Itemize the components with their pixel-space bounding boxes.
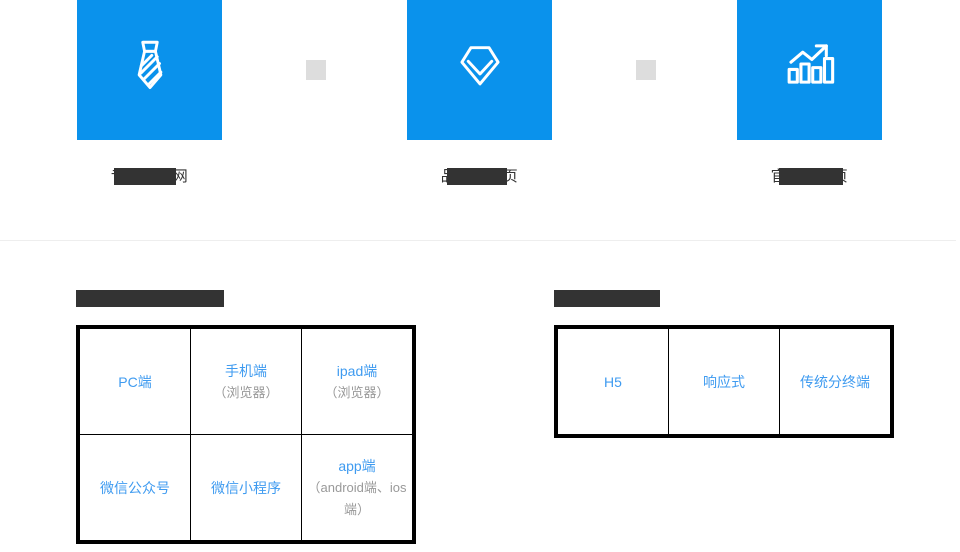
tech-grid: H5 响应式 传统分终端 xyxy=(554,325,894,438)
cell-main-label: ipad端 xyxy=(336,362,378,379)
feature-tile-0[interactable] xyxy=(77,0,222,140)
cell-sub-label: （android端、ios端） xyxy=(307,479,407,517)
cell-sub-label: （浏览器） xyxy=(213,384,279,400)
panel-title-left-text: 终端适配类型 xyxy=(76,290,224,307)
feature-item-0[interactable]: 专业定制网 xyxy=(77,0,222,186)
grid-cell[interactable]: 微信小程序 xyxy=(191,435,301,540)
cell-sub-label: （浏览器） xyxy=(324,384,390,400)
feature-label-text-2: 官方营销页 xyxy=(770,168,849,185)
grid-cell[interactable]: H5 xyxy=(558,329,668,434)
feature-label-1: 品质保障页 xyxy=(407,167,552,186)
panel-title-left: 终端适配类型 xyxy=(76,290,416,307)
section-divider xyxy=(0,240,956,241)
feature-item-1[interactable]: 品质保障页 xyxy=(407,0,552,186)
cell-main-label: PC端 xyxy=(118,373,152,390)
cell-main-label: 微信公众号 xyxy=(100,479,170,496)
grid-cell[interactable]: app端 （android端、ios端） xyxy=(302,435,412,540)
grid-cell[interactable]: 微信公众号 xyxy=(80,435,190,540)
grid-cell[interactable]: ipad端 （浏览器） xyxy=(302,329,412,434)
feature-tile-1[interactable] xyxy=(407,0,552,140)
cell-main-label: 传统分终端 xyxy=(800,373,870,390)
grid-cell[interactable]: PC端 xyxy=(80,329,190,434)
panel-title-right-text: 建站技术方案 xyxy=(554,290,660,307)
panels-region: 终端适配类型 PC端 手机端 （浏览器） ipad端 （浏览器） 微信公众号 微… xyxy=(0,241,960,552)
cell-main-label: 手机端 xyxy=(225,362,267,379)
cell-main-label: app端 xyxy=(338,457,376,474)
feature-label-text-0: 专业定制网 xyxy=(110,168,189,185)
grid-cell[interactable]: 手机端 （浏览器） xyxy=(191,329,301,434)
growth-chart-icon xyxy=(787,44,834,84)
feature-strip: 专业定制网 品质保障页 官方营销页 xyxy=(0,0,960,241)
cell-main-label: 微信小程序 xyxy=(211,479,281,496)
feature-label-text-1: 品质保障页 xyxy=(440,168,519,185)
grid-cell[interactable]: 响应式 xyxy=(669,329,779,434)
necktie-icon xyxy=(137,40,162,90)
feature-item-2[interactable]: 官方营销页 xyxy=(737,0,882,186)
feature-tile-2[interactable] xyxy=(737,0,882,140)
separator-square-1 xyxy=(636,60,656,80)
feature-label-2: 官方营销页 xyxy=(737,167,882,186)
panel-tech-solutions: 建站技术方案 H5 响应式 传统分终端 xyxy=(554,241,894,438)
cell-main-label: 响应式 xyxy=(703,373,745,390)
terminal-grid: PC端 手机端 （浏览器） ipad端 （浏览器） 微信公众号 微信小程序 ap… xyxy=(76,325,416,544)
separator-square-0 xyxy=(306,60,326,80)
panel-terminal-types: 终端适配类型 PC端 手机端 （浏览器） ipad端 （浏览器） 微信公众号 微… xyxy=(76,241,416,544)
cell-main-label: H5 xyxy=(604,373,622,390)
grid-cell[interactable]: 传统分终端 xyxy=(780,329,890,434)
diamond-gem-icon xyxy=(459,46,500,86)
panel-title-right: 建站技术方案 xyxy=(554,290,894,307)
feature-label-0: 专业定制网 xyxy=(77,167,222,186)
